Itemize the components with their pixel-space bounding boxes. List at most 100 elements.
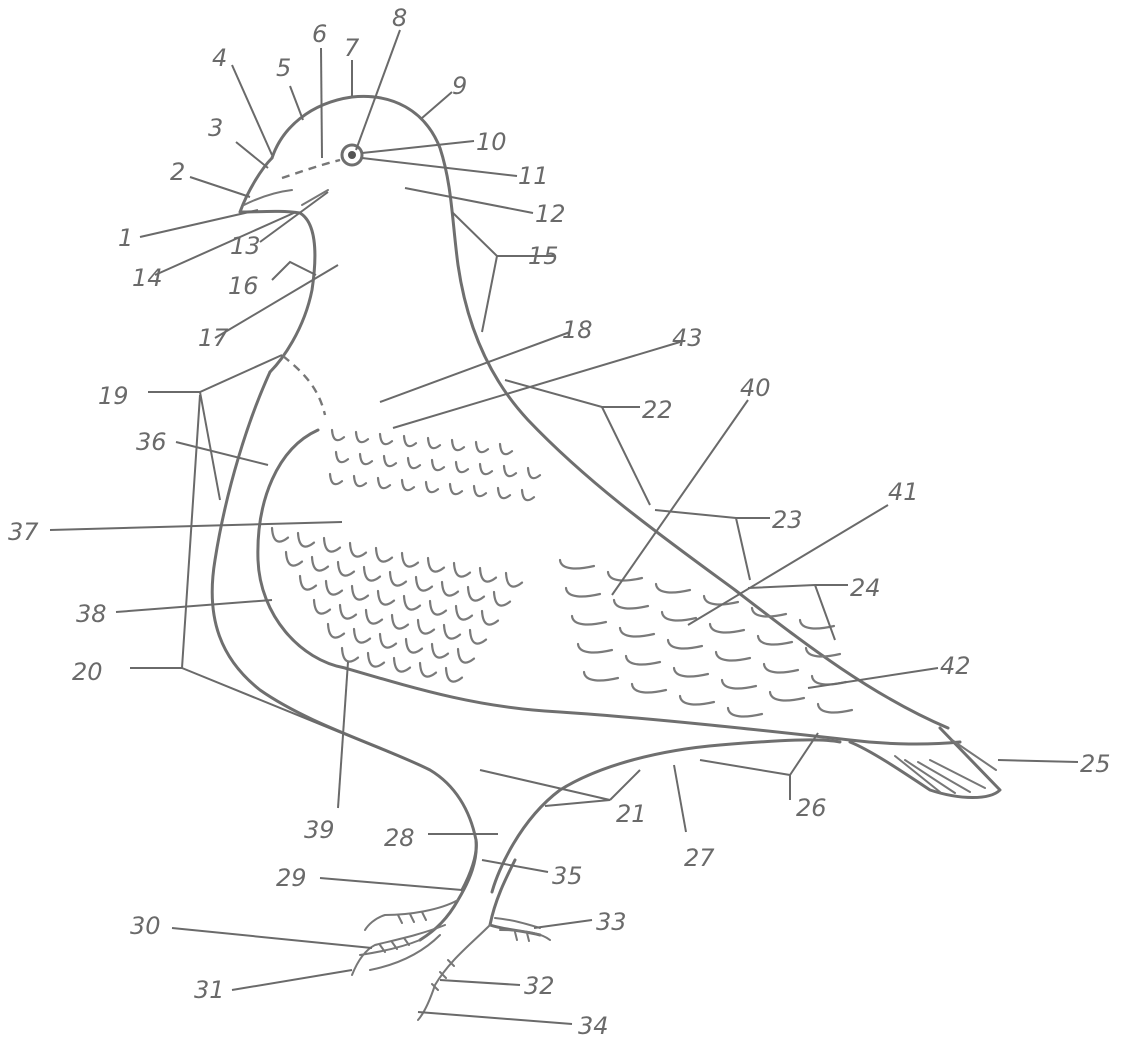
label-2: 2 xyxy=(170,158,185,186)
pigeon-illustration xyxy=(212,96,1000,1020)
feather-mark xyxy=(482,611,498,625)
label-31: 31 xyxy=(194,976,225,1004)
label-34: 34 xyxy=(578,1012,609,1038)
feather-mark xyxy=(324,538,340,552)
feather-mark xyxy=(432,644,448,658)
leader-8 xyxy=(356,30,400,150)
feather-mark xyxy=(406,639,422,653)
leader-32 xyxy=(440,980,520,985)
label-27: 27 xyxy=(684,844,715,872)
feather-mark xyxy=(668,640,702,648)
leader-11 xyxy=(362,158,517,176)
label-16: 16 xyxy=(228,272,259,300)
leader-16 xyxy=(272,262,316,280)
feather-mark xyxy=(528,468,540,478)
leader-22a xyxy=(505,380,640,407)
leader-31 xyxy=(232,970,352,990)
feather-mark xyxy=(522,490,534,500)
label-9: 9 xyxy=(452,72,467,100)
feather-mark xyxy=(404,436,416,446)
leader-23a xyxy=(655,510,770,518)
feather-mark xyxy=(354,629,370,643)
feather-mark xyxy=(368,653,384,667)
feather-mark xyxy=(356,432,368,442)
feather-mark xyxy=(632,684,666,692)
feather-mark xyxy=(350,543,366,557)
feather-mark xyxy=(352,586,368,600)
label-37: 37 xyxy=(8,518,39,546)
feather-mark xyxy=(456,606,472,620)
feather-mark xyxy=(566,588,600,596)
leader-3 xyxy=(236,142,268,168)
label-12: 12 xyxy=(535,200,566,228)
leader-6 xyxy=(321,48,322,158)
label-33: 33 xyxy=(596,908,627,936)
part-number-labels: 1 2 3 4 5 6 7 8 9 10 11 12 13 14 15 16 1… xyxy=(8,4,1111,1038)
right-leg-outline xyxy=(490,860,540,935)
beak-outline xyxy=(240,158,300,213)
label-39: 39 xyxy=(304,816,335,844)
head-back-outline xyxy=(272,96,948,728)
leader-13 xyxy=(260,192,328,242)
neck-dashed-line xyxy=(283,356,325,415)
left-foot-toes xyxy=(352,900,458,975)
feather-mark xyxy=(500,444,512,454)
feather-mark xyxy=(572,616,606,624)
label-4: 4 xyxy=(212,44,227,72)
feather-mark xyxy=(480,464,492,474)
label-21: 21 xyxy=(616,800,647,828)
feather-mark xyxy=(394,658,410,672)
feather-mark xyxy=(710,624,744,632)
feather-mark xyxy=(680,696,714,704)
feather-mark xyxy=(764,664,798,672)
feather-mark xyxy=(428,558,444,572)
feather-mark xyxy=(674,668,708,676)
leader-33 xyxy=(534,920,592,928)
label-42: 42 xyxy=(940,652,971,680)
feather-mark xyxy=(722,680,756,688)
label-38: 38 xyxy=(76,600,107,628)
feather-mark xyxy=(390,572,406,586)
feather-mark xyxy=(428,438,440,448)
feather-mark xyxy=(456,462,468,472)
feather-mark xyxy=(354,476,366,486)
label-26: 26 xyxy=(796,794,827,822)
label-25: 25 xyxy=(1080,750,1111,778)
label-19: 19 xyxy=(98,382,129,410)
leader-40 xyxy=(612,400,748,595)
feather-mark xyxy=(312,557,328,571)
label-43: 43 xyxy=(672,324,703,352)
feather-mark xyxy=(578,644,612,652)
leader-23b xyxy=(736,518,750,580)
label-14: 14 xyxy=(132,264,163,292)
leader-25 xyxy=(998,760,1078,762)
tail-feather-lines xyxy=(895,740,996,793)
feather-mark xyxy=(446,668,462,682)
feather-mark xyxy=(818,704,852,712)
feather-mark xyxy=(300,576,316,590)
feather-mark xyxy=(418,620,434,634)
left-leg-outline xyxy=(420,840,476,940)
leader-37 xyxy=(50,522,342,530)
feather-mark xyxy=(336,452,348,462)
feather-mark xyxy=(504,466,516,476)
feather-mark xyxy=(474,486,486,496)
leader-2 xyxy=(190,177,250,197)
leader-5 xyxy=(290,86,303,120)
feather-mark xyxy=(328,624,344,638)
label-29: 29 xyxy=(276,864,307,892)
leader-21b xyxy=(610,770,640,800)
toe-scales xyxy=(380,912,529,990)
feather-mark xyxy=(444,625,460,639)
feather-mark xyxy=(272,528,288,542)
leader-29 xyxy=(320,878,462,890)
feather-mark xyxy=(286,552,302,566)
feather-mark xyxy=(380,434,392,444)
feather-mark xyxy=(384,456,396,466)
feather-mark xyxy=(298,533,314,547)
feather-mark xyxy=(656,584,690,592)
leader-38 xyxy=(116,600,272,612)
feather-mark xyxy=(584,672,618,680)
feather-mark xyxy=(364,567,380,581)
